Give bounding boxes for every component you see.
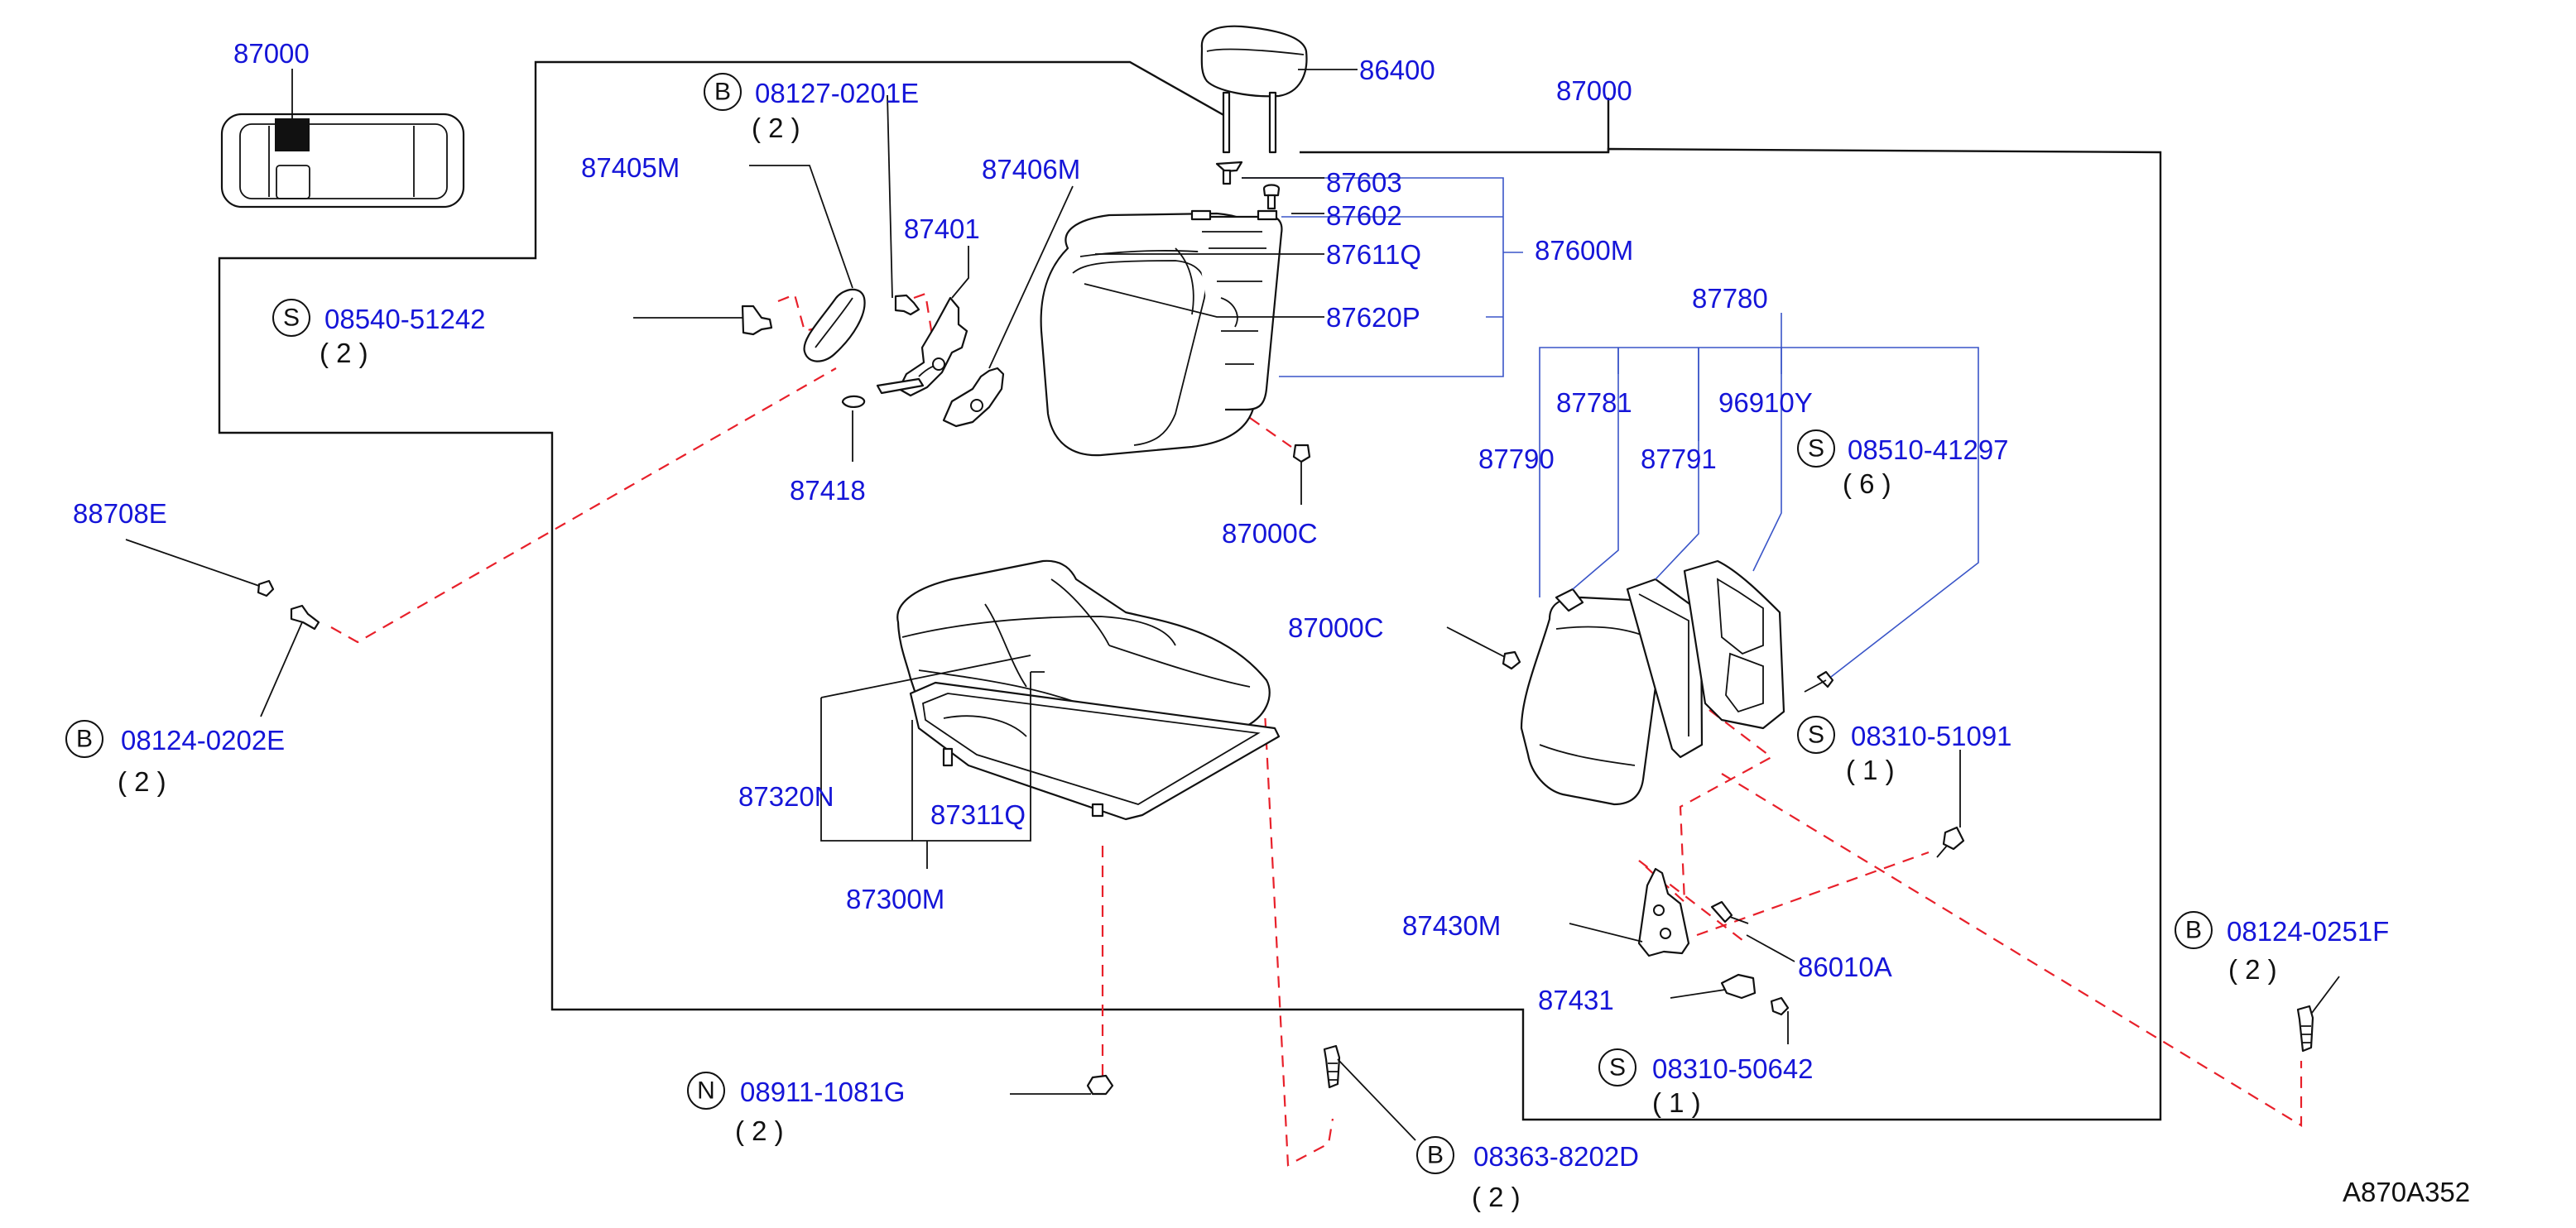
fastener-f9[interactable]: B 08363-8202D ( 2 ) <box>1416 1136 1639 1212</box>
group-bracket-87600m <box>1084 177 1523 377</box>
recliner-parts <box>633 94 1074 462</box>
fastener-code: 08124-0251F <box>2227 916 2389 947</box>
seat-back-part <box>1040 161 1311 505</box>
fastener-qty: ( 6 ) <box>1843 468 1891 499</box>
fastener-code: 08127-0201E <box>755 78 919 108</box>
callout-86010a[interactable]: 86010A <box>1798 952 1892 982</box>
badge-circle <box>1797 716 1835 754</box>
callouts: 87000 86400 87000 87603 87602 87611Q 876… <box>73 38 1892 1015</box>
fastener-code: 08124-0202E <box>121 725 285 756</box>
fastener-f5[interactable]: S 08310-51091 ( 1 ) <box>1797 716 2012 785</box>
callout-87790[interactable]: 87790 <box>1478 444 1555 474</box>
badge-letter: B <box>1427 1142 1444 1169</box>
badge-letter: S <box>283 305 300 332</box>
callout-96910y[interactable]: 96910Y <box>1718 387 1813 418</box>
fastener-code: 08363-8202D <box>1473 1141 1639 1172</box>
callout-87320n[interactable]: 87320N <box>738 781 834 812</box>
bottom-fasteners <box>1010 976 2340 1141</box>
fastener-f2[interactable]: S 08540-51242 ( 2 ) <box>272 299 486 368</box>
badge-letter: S <box>1808 722 1824 749</box>
fastener-f4[interactable]: S 08510-41297 ( 6 ) <box>1797 429 2009 499</box>
callout-87431[interactable]: 87431 <box>1538 985 1614 1015</box>
callout-87000-right[interactable]: 87000 <box>1556 75 1632 106</box>
callout-87780[interactable]: 87780 <box>1692 283 1768 314</box>
callout-87406m[interactable]: 87406M <box>982 154 1080 185</box>
callout-87781[interactable]: 87781 <box>1556 387 1632 418</box>
badge-letter: B <box>714 79 731 106</box>
callout-86400[interactable]: 86400 <box>1359 55 1435 85</box>
fastener-f1[interactable]: B 08127-0201E ( 2 ) <box>704 73 919 143</box>
fastener-f3[interactable]: B 08124-0202E ( 2 ) <box>65 720 285 797</box>
badge-circle <box>704 73 742 111</box>
fastener-code: 08310-50642 <box>1652 1053 1814 1084</box>
fastener-qty: ( 2 ) <box>735 1115 784 1146</box>
badge-letter: B <box>2185 917 2202 944</box>
fastener-callouts: B 08127-0201E ( 2 ) S 08540-51242 ( 2 ) … <box>65 73 2389 1212</box>
fastener-qty: ( 2 ) <box>752 113 800 143</box>
callout-87791[interactable]: 87791 <box>1641 444 1717 474</box>
lower-left-bolts <box>125 539 320 717</box>
hinge-parts <box>1569 750 1965 1044</box>
fastener-f6[interactable]: B 08124-0251F ( 2 ) <box>2175 911 2389 985</box>
badge-circle <box>1416 1136 1454 1174</box>
fastener-f7[interactable]: S 08310-50642 ( 1 ) <box>1598 1048 1814 1118</box>
hidden-lines <box>330 292 2303 1167</box>
fastener-qty: ( 2 ) <box>320 338 368 368</box>
callout-87620p[interactable]: 87620P <box>1326 302 1420 333</box>
callout-87603[interactable]: 87603 <box>1326 167 1402 198</box>
badge-circle <box>65 720 103 758</box>
callout-87430m[interactable]: 87430M <box>1402 910 1501 941</box>
callout-88708e[interactable]: 88708E <box>73 498 167 529</box>
fastener-f8[interactable]: N 08911-1081G ( 2 ) <box>687 1072 905 1146</box>
headrest-part <box>1200 25 1358 154</box>
callout-87600m[interactable]: 87600M <box>1535 235 1633 266</box>
callout-87418[interactable]: 87418 <box>790 475 866 506</box>
badge-letter: S <box>1609 1054 1626 1082</box>
badge-letter: B <box>76 726 93 753</box>
vehicle-location-inset <box>220 69 465 209</box>
fastener-code: 08510-41297 <box>1848 434 2009 465</box>
badge-letter: N <box>697 1077 715 1105</box>
badge-circle <box>272 299 310 337</box>
callout-87401[interactable]: 87401 <box>904 213 980 244</box>
group-frame <box>218 60 2162 1121</box>
fastener-qty: ( 2 ) <box>1472 1182 1521 1212</box>
fastener-code: 08911-1081G <box>740 1077 905 1107</box>
callout-87300m[interactable]: 87300M <box>846 884 944 914</box>
badge-circle <box>1598 1048 1636 1086</box>
fastener-code: 08540-51242 <box>324 304 486 334</box>
callout-87000c-b[interactable]: 87000C <box>1288 612 1384 643</box>
callout-87602[interactable]: 87602 <box>1326 200 1402 231</box>
fastener-qty: ( 2 ) <box>2228 954 2277 985</box>
rear-back-part <box>1446 313 1979 806</box>
callout-87311q[interactable]: 87311Q <box>930 799 1026 830</box>
diagram-reference: A870A352 <box>2343 1177 2470 1207</box>
callout-87405m[interactable]: 87405M <box>581 152 680 183</box>
seat-cushion-part <box>820 559 1281 869</box>
badge-circle <box>1797 429 1835 468</box>
fastener-code: 08310-51091 <box>1851 721 2012 751</box>
badge-circle <box>687 1072 725 1110</box>
callout-87000c-a[interactable]: 87000C <box>1222 518 1318 549</box>
fastener-qty: ( 1 ) <box>1846 755 1895 785</box>
badge-circle <box>2175 911 2213 949</box>
fastener-qty: ( 2 ) <box>118 766 166 797</box>
callout-87611q[interactable]: 87611Q <box>1326 239 1421 270</box>
fastener-qty: ( 1 ) <box>1652 1087 1701 1118</box>
badge-letter: S <box>1808 435 1824 463</box>
callout-87000-top[interactable]: 87000 <box>233 38 310 69</box>
